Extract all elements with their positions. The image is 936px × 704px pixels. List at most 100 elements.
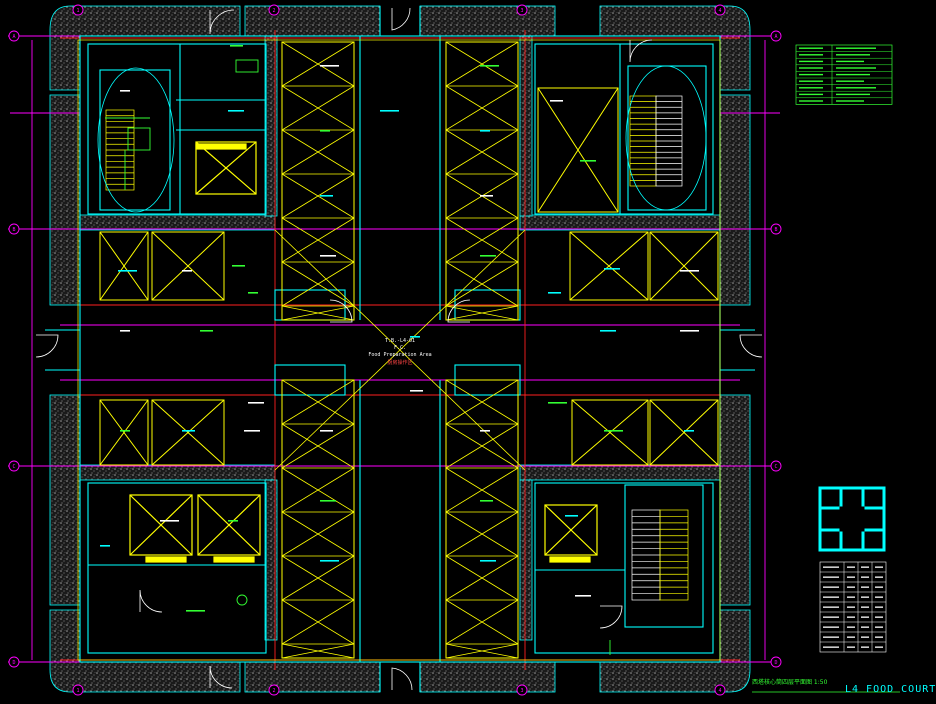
annotation-mark bbox=[604, 430, 623, 432]
legend-swatch bbox=[799, 67, 823, 69]
doors bbox=[35, 7, 763, 691]
center-tag-code: T.B.-L4-01 bbox=[385, 338, 415, 344]
grid-bubble: D bbox=[8, 656, 20, 668]
grid-bubble: 3 bbox=[516, 684, 528, 696]
schedule-cell-mark bbox=[875, 576, 883, 578]
annotation-mark bbox=[228, 520, 238, 522]
legend-text-mark bbox=[836, 47, 876, 49]
shaft-ladders bbox=[281, 41, 519, 659]
grid-bubble: 1 bbox=[72, 684, 84, 696]
legend-text-mark bbox=[836, 100, 864, 102]
stair-curve bbox=[625, 65, 707, 211]
fittings-green bbox=[105, 59, 611, 655]
legend-text-mark bbox=[836, 67, 876, 69]
door-swing-icon bbox=[391, 7, 411, 31]
annotation-mark bbox=[575, 595, 591, 597]
annotation-mark bbox=[182, 430, 195, 432]
schedule-cell-mark bbox=[823, 626, 839, 628]
annotation-mark bbox=[480, 195, 493, 197]
center-tag: T.B.-L4-01 F.C. Food Preparation Area 厨房… bbox=[368, 338, 431, 366]
legend-swatch bbox=[799, 54, 823, 56]
annotation-mark bbox=[684, 430, 694, 432]
drawing-title: L4 FOOD COURT bbox=[845, 684, 936, 695]
legend-swatch bbox=[799, 80, 823, 82]
grid-bubble-label: 4 bbox=[718, 688, 721, 694]
grid-bubble: 4 bbox=[714, 684, 726, 696]
stair-icon bbox=[659, 509, 689, 601]
shaft-icon bbox=[445, 379, 519, 659]
elevators bbox=[129, 141, 598, 563]
annotation-mark bbox=[228, 110, 244, 112]
legend-text-mark bbox=[836, 80, 864, 82]
grid-bubble-label: 3 bbox=[520, 8, 523, 14]
schedule-cell-mark bbox=[823, 616, 839, 618]
annotation-mark bbox=[600, 330, 616, 332]
door-swing-icon bbox=[209, 665, 233, 689]
grid-bubble: C bbox=[770, 460, 782, 472]
perimeter-hatch bbox=[49, 5, 751, 693]
schedule-cell-mark bbox=[875, 636, 883, 638]
annotation-mark bbox=[410, 336, 420, 338]
grid-bubble-label: 3 bbox=[520, 688, 523, 694]
grid-bubble-label: D bbox=[12, 660, 15, 666]
annotation-mark bbox=[200, 330, 213, 332]
legend-swatch bbox=[799, 93, 823, 96]
annotation-mark bbox=[182, 270, 192, 272]
schedule-cell-mark bbox=[823, 636, 839, 638]
grid-bubble: A bbox=[8, 30, 20, 42]
annotation-mark bbox=[248, 402, 264, 404]
grid-bubble: D bbox=[770, 656, 782, 668]
schedule-cell-mark bbox=[823, 606, 839, 608]
stairs bbox=[97, 65, 707, 601]
door-swing-icon bbox=[599, 605, 623, 629]
schedule-cell-mark bbox=[875, 596, 883, 598]
schedule-cell-mark bbox=[875, 626, 883, 628]
annotation-mark bbox=[320, 65, 339, 67]
annotation-mark bbox=[320, 130, 330, 132]
drawing-subtitle: 西塔核心筒四层平面图 1:50 bbox=[752, 679, 828, 686]
schedule-cell-mark bbox=[847, 586, 855, 588]
stair-icon bbox=[655, 95, 683, 187]
shaft-icon bbox=[445, 41, 519, 321]
grid-bubble-label: D bbox=[774, 660, 777, 666]
center-tag-cn: 厨房操作区 bbox=[387, 359, 412, 366]
schedule-cell-mark bbox=[847, 636, 855, 638]
schedule-cell-mark bbox=[861, 616, 869, 618]
schedule-cell-mark bbox=[823, 596, 839, 598]
schedule-cell-mark bbox=[861, 576, 869, 578]
annotation-mark bbox=[320, 560, 339, 562]
stair-icon bbox=[105, 109, 135, 191]
annotation-mark bbox=[320, 430, 333, 432]
annotation-mark bbox=[320, 255, 336, 257]
door-swing-icon bbox=[209, 9, 235, 35]
legend-swatch bbox=[799, 73, 823, 76]
legend-swatch bbox=[799, 100, 823, 102]
grid-bubble: 2 bbox=[268, 4, 280, 16]
grid-bubble: C bbox=[8, 460, 20, 472]
center-tag-name: Food Preparation Area bbox=[368, 352, 431, 358]
elevator-icon bbox=[544, 504, 598, 563]
door-swing-icon bbox=[739, 334, 763, 358]
stair-icon bbox=[631, 509, 661, 601]
annotation-mark bbox=[410, 390, 423, 392]
grid-bubble-label: 2 bbox=[272, 8, 275, 14]
annotation-ticks bbox=[100, 45, 699, 612]
annotation-mark bbox=[550, 100, 563, 102]
annotation-mark bbox=[565, 515, 578, 517]
annotation-mark bbox=[548, 292, 561, 294]
grid-bubble-label: C bbox=[12, 464, 15, 470]
legend-text-mark bbox=[836, 60, 864, 63]
schedule-cell-mark bbox=[875, 606, 883, 608]
annotation-mark bbox=[120, 330, 130, 332]
annotation-mark bbox=[480, 500, 493, 502]
schedule-cell-mark bbox=[847, 596, 855, 598]
grid-bubble: 4 bbox=[714, 4, 726, 16]
schedule-cell-mark bbox=[847, 606, 855, 608]
legend-text-mark bbox=[836, 93, 870, 96]
schedule-cell-mark bbox=[823, 586, 839, 588]
annotation-mark bbox=[160, 520, 179, 522]
grid-bubble: B bbox=[770, 223, 782, 235]
annotation-mark bbox=[320, 500, 336, 502]
